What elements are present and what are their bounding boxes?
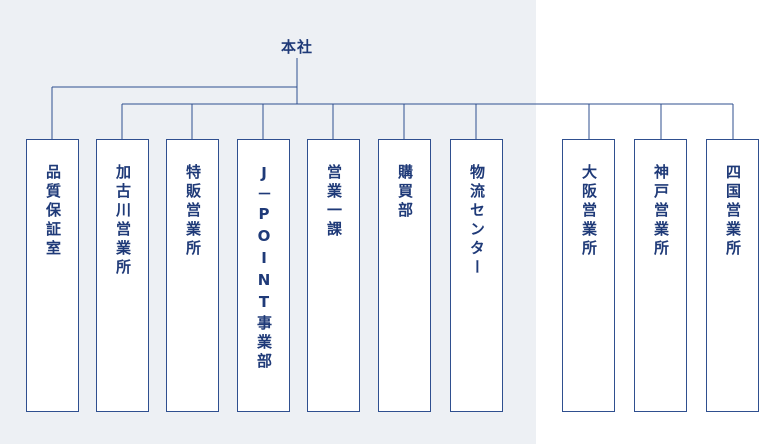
department-box-logistics-center: 物流センター — [450, 139, 503, 412]
department-label: 神戸営業所 — [652, 164, 670, 259]
department-box-special-sales-office: 特販営業所 — [166, 139, 219, 412]
root-node-headquarters: 本社 — [280, 37, 313, 56]
department-label: 大阪営業所 — [580, 164, 598, 259]
department-box-quality-assurance: 品質保証室 — [26, 139, 79, 412]
department-box-kakogawa-office: 加古川営業所 — [96, 139, 149, 412]
department-label: 物流センター — [468, 164, 486, 278]
department-box-j-point-division: J－POINT事業部 — [237, 139, 290, 412]
department-label: J－POINT事業部 — [255, 164, 273, 372]
department-box-kobe-office: 神戸営業所 — [634, 139, 687, 412]
department-box-shikoku-office: 四国営業所 — [706, 139, 759, 412]
department-box-osaka-office: 大阪営業所 — [562, 139, 615, 412]
department-label: 特販営業所 — [184, 164, 202, 259]
department-box-sales-section-1: 営業一課 — [307, 139, 360, 412]
department-label: 四国営業所 — [724, 164, 742, 259]
department-label: 加古川営業所 — [114, 164, 132, 278]
department-label: 営業一課 — [325, 164, 343, 240]
department-label: 購買部 — [396, 164, 414, 221]
department-box-purchasing: 購買部 — [378, 139, 431, 412]
department-label: 品質保証室 — [44, 164, 62, 259]
